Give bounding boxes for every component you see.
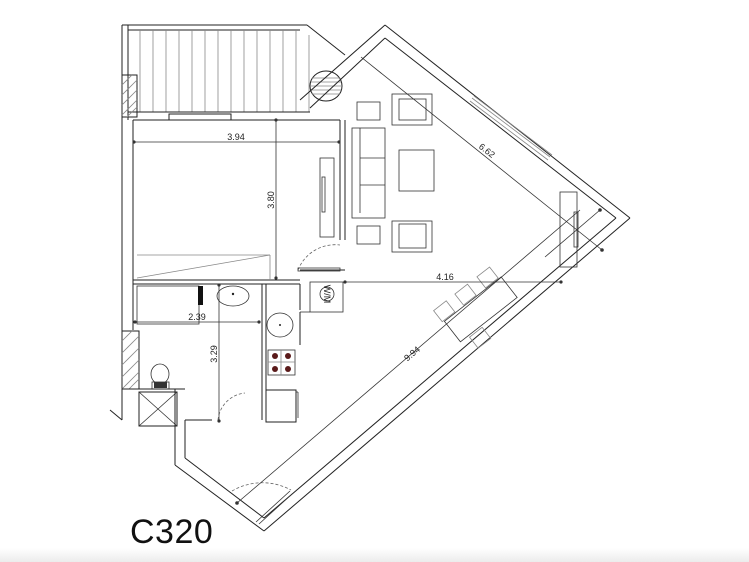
bottom-fade bbox=[0, 548, 749, 562]
washing-machine-space bbox=[309, 281, 344, 313]
dining-table bbox=[443, 276, 518, 343]
armchair-bottom bbox=[391, 220, 433, 253]
tv-unit bbox=[559, 191, 578, 268]
dim-kitchen-span: 4.16 bbox=[436, 272, 454, 282]
outer-walls bbox=[132, 24, 631, 532]
dim-bath-width: 2.39 bbox=[188, 312, 206, 322]
door-swing-living bbox=[297, 244, 341, 271]
armchair-top bbox=[391, 93, 433, 126]
balcony bbox=[121, 24, 346, 420]
service-shaft bbox=[138, 391, 178, 427]
dim-living-width: 3.94 bbox=[227, 132, 245, 142]
coffee-table bbox=[398, 149, 435, 192]
door-swing-bath bbox=[217, 392, 246, 421]
unit-label: C320 bbox=[130, 513, 214, 551]
washing-machine-label: W/M bbox=[322, 285, 332, 304]
dim-bath-depth: 3.29 bbox=[209, 345, 219, 363]
side-table-bottom bbox=[356, 225, 381, 245]
radiator bbox=[198, 286, 203, 305]
hob bbox=[267, 349, 296, 376]
toilet bbox=[150, 363, 170, 390]
bed-outline bbox=[136, 254, 271, 280]
living-furniture bbox=[351, 93, 579, 268]
planter-icon bbox=[309, 70, 343, 102]
side-table-top bbox=[356, 101, 381, 121]
entrance-door bbox=[231, 482, 293, 525]
sofa bbox=[351, 127, 386, 219]
dimension-lines: 3.94 3.80 6.62 4.16 9.94 2.39 3.29 bbox=[132, 56, 604, 505]
dim-diagonal-wall: 6.62 bbox=[477, 141, 497, 160]
kitchen: W/M bbox=[265, 281, 344, 423]
column-hatch-top bbox=[121, 74, 138, 118]
washbasin bbox=[216, 285, 250, 307]
fridge bbox=[265, 389, 297, 423]
door-living bbox=[297, 267, 341, 272]
kitchen-sink bbox=[266, 312, 294, 338]
wardrobe bbox=[319, 157, 335, 238]
dim-living-depth: 3.80 bbox=[266, 191, 276, 209]
